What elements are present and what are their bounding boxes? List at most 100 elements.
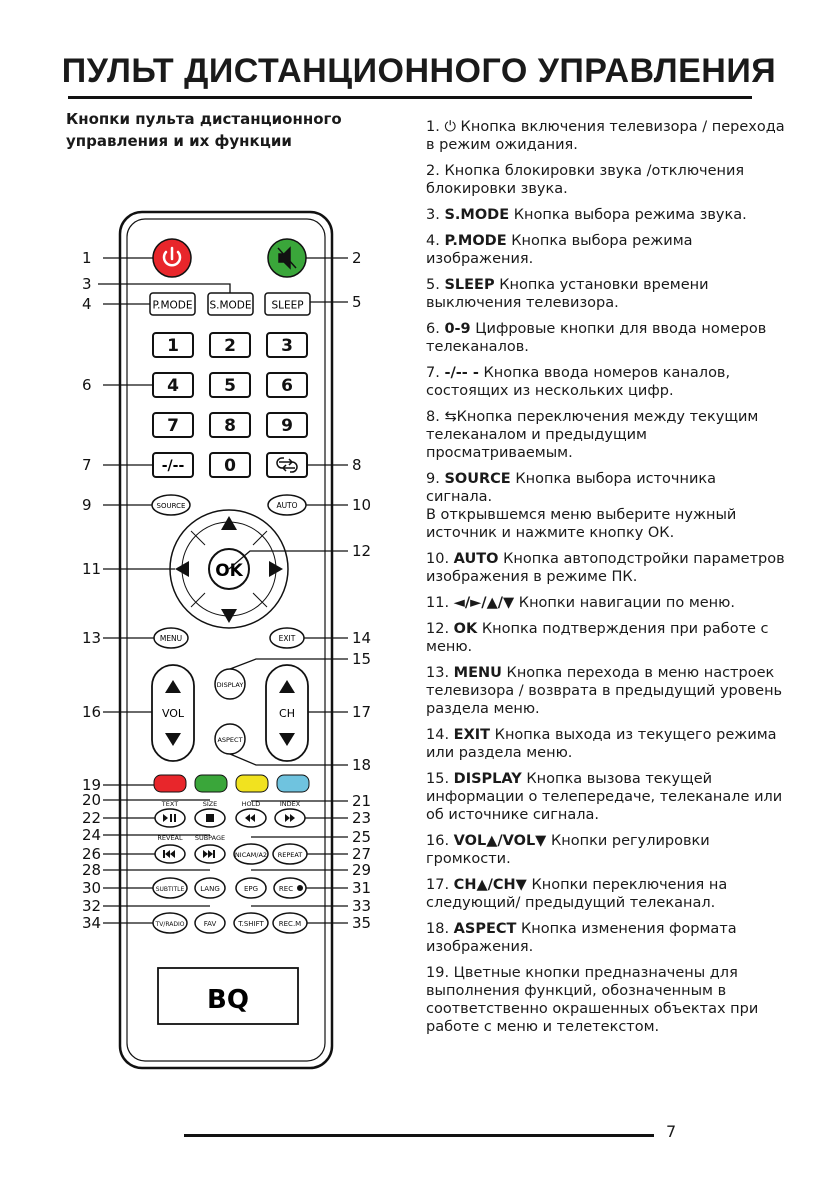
digit-2-button[interactable] (209, 332, 251, 358)
desc-item-18: 18. ASPECT Кнопка изменения формата изоб… (426, 921, 737, 955)
callout-23: 23 (352, 809, 371, 827)
callout-21: 21 (352, 792, 371, 810)
nicam-button[interactable] (233, 843, 269, 865)
fav-button[interactable] (194, 912, 226, 934)
digit-1-button[interactable] (152, 332, 194, 358)
blue-button[interactable] (276, 774, 310, 793)
display-label: DISPLAY (217, 681, 244, 689)
callout-18: 18 (352, 756, 371, 774)
subpage-small-label: SUBPAGE (195, 834, 225, 842)
digit-4-label: 4 (167, 376, 179, 396)
callout-5: 5 (352, 293, 362, 311)
footer-rule (184, 1134, 654, 1137)
button-descriptions: 1. ⏻ Кнопка включения телевизора / перех… (426, 118, 786, 1044)
digit-6-button[interactable] (266, 372, 308, 398)
red-button[interactable] (153, 774, 187, 793)
desc-item-1: 1. ⏻ Кнопка включения телевизора / перех… (426, 119, 785, 153)
callout-4: 4 (82, 295, 92, 313)
digit-5-button[interactable] (209, 372, 251, 398)
repeat-label: REPEAT (278, 851, 303, 859)
brand-window (157, 967, 299, 1025)
tvradio-label: TV/RADIO (155, 921, 185, 928)
rec-label: REC (279, 885, 293, 893)
stop-icon (206, 814, 214, 822)
digit-0-label: 0 (224, 456, 236, 476)
ch-label: CH (279, 707, 295, 720)
power-small-icon: ⏻ (444, 119, 456, 135)
volume-rocker[interactable] (151, 664, 195, 762)
digit-1-label: 1 (167, 336, 179, 356)
brand-logo: BQ (207, 985, 249, 1015)
record-dot-icon (297, 885, 303, 891)
callout-11: 11 (82, 560, 101, 578)
desc-item-2: 2. Кнопка блокировки звука /отключения б… (426, 163, 745, 197)
vol-label: VOL (162, 707, 185, 720)
remote-body-inner (126, 218, 326, 1062)
epg-label: EPG (244, 885, 258, 893)
ch-up-icon (279, 680, 295, 693)
hold-small-label: HOLD (242, 800, 261, 808)
power-icon (162, 246, 182, 267)
desc-item-15: 15. DISPLAY Кнопка вызова текущей информ… (426, 771, 783, 823)
channel-rocker[interactable] (265, 664, 309, 762)
desc-item-17: 17. CH▲/CH▼ Кнопки переключения на следу… (426, 877, 728, 911)
callout-17: 17 (352, 703, 371, 721)
callout-15: 15 (352, 650, 371, 668)
callout-2: 2 (352, 249, 362, 267)
epg-button[interactable] (235, 877, 267, 899)
lang-label: LANG (200, 885, 220, 893)
callout-10: 10 (352, 496, 371, 514)
nav-right-icon[interactable] (269, 561, 283, 577)
recall-small-icon: ⇆ (444, 409, 457, 425)
callout-26: 26 (82, 845, 101, 863)
desc-item-19: 19. Цветные кнопки предназначены для вып… (426, 965, 759, 1035)
title-underline (68, 96, 752, 99)
ch-down-icon (279, 733, 295, 746)
callout-19: 19 (82, 776, 101, 794)
sleep-button[interactable] (264, 292, 311, 316)
digit-8-button[interactable] (209, 412, 251, 438)
nav-up-icon[interactable] (221, 516, 237, 530)
callout-3: 3 (82, 275, 92, 293)
digit-3-button[interactable] (266, 332, 308, 358)
play-pause-icon (163, 814, 176, 822)
nav-left-icon[interactable] (175, 561, 189, 577)
digit-0-button[interactable] (209, 452, 251, 478)
callout-24: 24 (82, 826, 101, 844)
digit-9-button[interactable] (266, 412, 308, 438)
reveal-small-label: REVEAL (157, 834, 183, 842)
recall-icon (276, 457, 298, 473)
page-title: ПУЛЬТ ДИСТАНЦИОННОГО УПРАВЛЕНИЯ (61, 52, 777, 90)
callout-6: 6 (82, 376, 92, 394)
digit-8-label: 8 (224, 416, 236, 436)
rewind-icon (245, 814, 255, 822)
lang-button[interactable] (194, 877, 226, 899)
tshift-button[interactable] (233, 912, 269, 934)
aspect-label: ASPECT (217, 736, 242, 744)
digit-7-button[interactable] (152, 412, 194, 438)
callout-25: 25 (352, 828, 371, 846)
callout-35: 35 (352, 914, 371, 932)
auto-label: AUTO (276, 501, 297, 510)
sleep-label: SLEEP (271, 300, 303, 312)
green-button[interactable] (194, 774, 228, 793)
desc-item-10: 10. AUTO Кнопка автоподстройки параметро… (426, 551, 785, 585)
subtitle-line-2: управления и их функции (66, 132, 292, 150)
subtitle-label: SUBTITLE (156, 886, 185, 893)
next-icon (203, 850, 215, 858)
callout-7: 7 (82, 456, 92, 474)
exit-label: EXIT (279, 634, 296, 643)
recall-button[interactable] (266, 452, 308, 478)
desc-item-3: 3. S.MODE Кнопка выбора режима звука. (426, 207, 747, 223)
digit-9-label: 9 (281, 416, 293, 436)
section-subtitle: Кнопки пульта дистанционного управления … (66, 108, 342, 152)
desc-item-13: 13. MENU Кнопка перехода в меню настроек… (426, 665, 783, 717)
nicam-label: NICAM/A2 (235, 851, 267, 859)
yellow-button[interactable] (235, 774, 269, 793)
digit-6-label: 6 (281, 376, 293, 396)
callout-34: 34 (82, 914, 101, 932)
nav-down-icon[interactable] (221, 609, 237, 623)
digit-7-label: 7 (167, 416, 179, 436)
callout-22: 22 (82, 809, 101, 827)
